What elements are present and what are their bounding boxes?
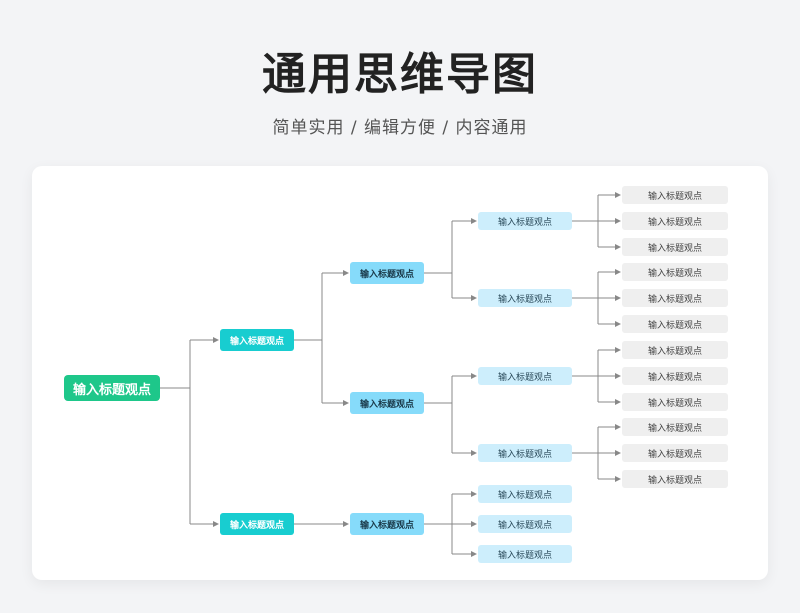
level3-node[interactable]: 输入标题观点 [478,444,572,462]
root-node[interactable]: 输入标题观点 [64,375,160,401]
level4-node[interactable]: 输入标题观点 [622,212,728,230]
level4-node[interactable]: 输入标题观点 [622,315,728,333]
level2-node[interactable]: 输入标题观点 [350,513,424,535]
level3-node[interactable]: 输入标题观点 [478,367,572,385]
level3-node[interactable]: 输入标题观点 [478,515,572,533]
level4-node[interactable]: 输入标题观点 [622,444,728,462]
level1-node[interactable]: 输入标题观点 [220,329,294,351]
level3-node[interactable]: 输入标题观点 [478,212,572,230]
level4-node[interactable]: 输入标题观点 [622,393,728,411]
level4-node[interactable]: 输入标题观点 [622,367,728,385]
level4-node[interactable]: 输入标题观点 [622,418,728,436]
level4-node[interactable]: 输入标题观点 [622,341,728,359]
level3-node[interactable]: 输入标题观点 [478,485,572,503]
level4-node[interactable]: 输入标题观点 [622,238,728,256]
page-title: 通用思维导图 [262,49,538,100]
page-subtitle: 简单实用 / 编辑方便 / 内容通用 [272,118,528,138]
level2-node[interactable]: 输入标题观点 [350,392,424,414]
level2-node[interactable]: 输入标题观点 [350,262,424,284]
connector-lines [160,192,621,557]
level4-node[interactable]: 输入标题观点 [622,186,728,204]
mindmap-canvas: 输入标题观点 输入标题观点 输入标题观点 输入标题观点 输入标题观点 输入标题观… [32,166,768,580]
level1-node[interactable]: 输入标题观点 [220,513,294,535]
level3-node[interactable]: 输入标题观点 [478,545,572,563]
level4-node[interactable]: 输入标题观点 [622,263,728,281]
level3-node[interactable]: 输入标题观点 [478,289,572,307]
level4-node[interactable]: 输入标题观点 [622,289,728,307]
level4-node[interactable]: 输入标题观点 [622,470,728,488]
